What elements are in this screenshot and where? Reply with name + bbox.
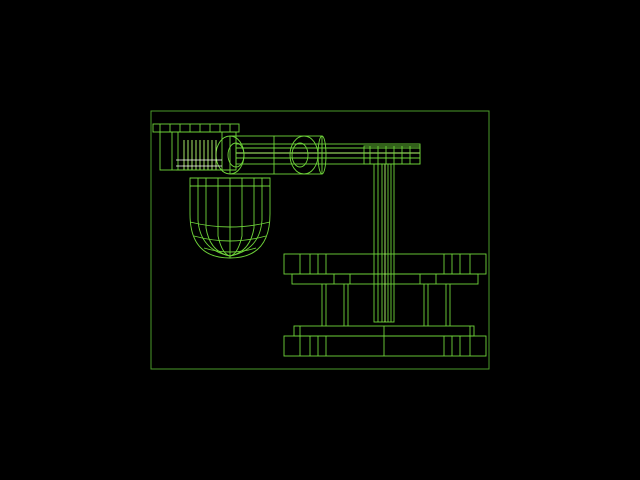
horizontal-arm[interactable] [235,143,421,165]
arm-sleeve[interactable] [215,135,327,175]
vertical-mast[interactable] [373,163,395,323]
bottom-plate [283,325,487,357]
support-columns [321,284,451,326]
viewport-frame [150,110,490,370]
dome-bucket[interactable] [189,177,271,259]
end-effector[interactable] [152,123,240,171]
effector-slats [171,132,223,170]
